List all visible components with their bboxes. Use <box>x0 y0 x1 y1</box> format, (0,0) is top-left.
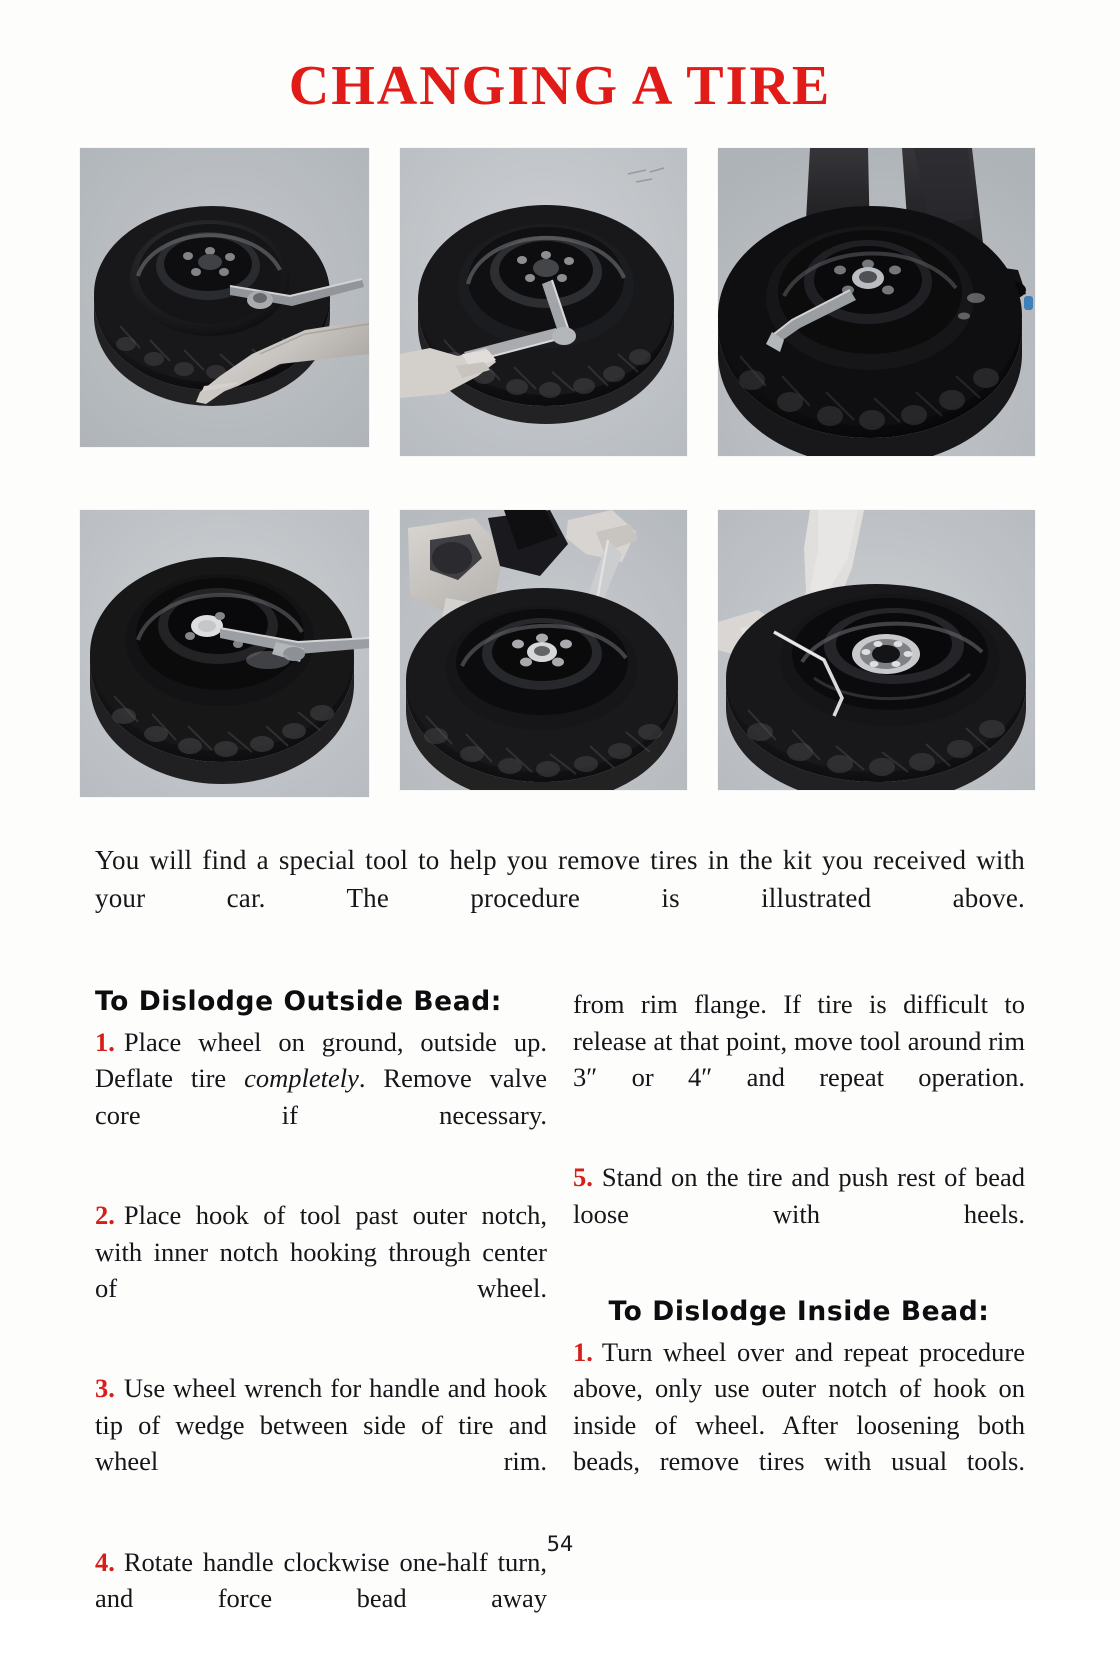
page-number: 54 <box>546 1532 574 1556</box>
step-item: 4.Rotate handle clockwise one-half turn,… <box>95 1544 547 1653</box>
photo-step-4 <box>80 510 369 797</box>
step-number: 3. <box>95 1373 115 1404</box>
step-item: 3.Use wheel wrench for handle and hook t… <box>95 1370 547 1516</box>
photo-step-3 <box>718 148 1035 456</box>
photo-grid <box>80 148 1040 797</box>
photo-row-top <box>80 148 1040 456</box>
photo-step-6 <box>718 510 1035 790</box>
page-title: CHANGING A TIRE <box>288 55 832 117</box>
photo-step-2 <box>400 148 687 456</box>
step-text: Turn wheel over and repeat procedure abo… <box>573 1336 1025 1477</box>
step-number: 4. <box>95 1546 115 1577</box>
step-item: 2.Place hook of tool past outer notch, w… <box>95 1197 547 1343</box>
step-text: Use wheel wrench for handle and hook tip… <box>95 1373 547 1477</box>
step-text: Stand on the tire and push rest of bead … <box>573 1162 1025 1229</box>
step-text: Place wheel on ground, outside up. Defla… <box>95 1026 547 1094</box>
step-number: 2. <box>95 1200 115 1231</box>
step-text: Rotate handle clockwise one-half turn, a… <box>95 1546 547 1614</box>
step-text-tail: . Remove valve core if necessary. <box>95 1063 547 1130</box>
body-columns: To Dislodge Outside Bead: 1.Place wheel … <box>95 986 1025 1653</box>
step-item: 1.Turn wheel over and repeat procedure a… <box>573 1334 1025 1517</box>
step-text: Place hook of tool past outer notch, wit… <box>95 1200 547 1304</box>
continuation-paragraph: from rim flange. If tire is difficult to… <box>573 988 1025 1093</box>
heading-outside-bead: To Dislodge Outside Bead: <box>95 985 502 1017</box>
photo-row-bottom <box>80 510 1040 797</box>
step-emphasis: completely <box>244 1063 359 1094</box>
photo-step-1 <box>80 148 369 447</box>
heading-inside-bead: To Dislodge Inside Bead: <box>608 1295 990 1327</box>
left-column: To Dislodge Outside Bead: 1.Place wheel … <box>95 986 547 1653</box>
step-number: 1. <box>95 1026 115 1057</box>
manual-page: CHANGING A TIRE <box>80 55 1040 1614</box>
step-item: 1.Place wheel on ground, outside up. Def… <box>95 1024 547 1170</box>
step-number: 1. <box>573 1336 593 1367</box>
step-number: 5. <box>573 1162 593 1193</box>
right-column: from rim flange. If tire is difficult to… <box>573 986 1025 1517</box>
intro-paragraph: You will find a special tool to help you… <box>95 845 1025 914</box>
photo-step-5 <box>400 510 687 790</box>
step-item: 5.Stand on the tire and push rest of bea… <box>573 1159 1025 1269</box>
